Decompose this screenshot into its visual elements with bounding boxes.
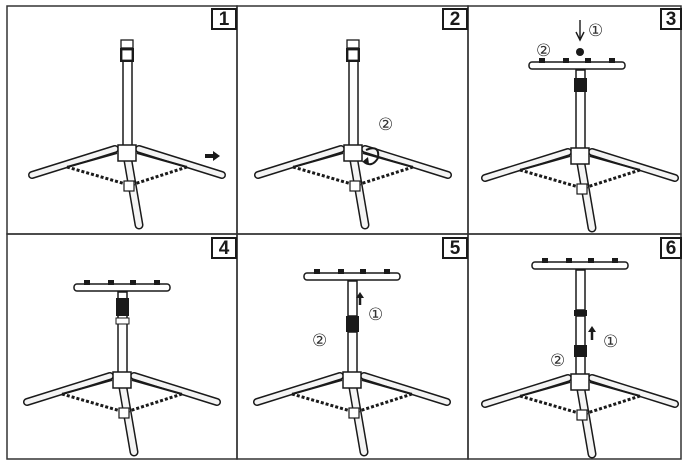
panel-2-number: 2 [442, 8, 468, 30]
panel-4-number: 4 [211, 237, 237, 259]
panel-3-number: 3 [660, 8, 682, 30]
panel-1-number: 1 [211, 8, 237, 30]
panel-6-marker-1: ① [603, 332, 618, 352]
panel-6-illustration [485, 257, 675, 454]
panel-2-marker-2: ② [378, 115, 393, 135]
panel-4-illustration [27, 279, 217, 452]
panel-grid [6, 5, 682, 460]
panel-3-marker-1: ① [588, 21, 603, 41]
panel-1-illustration [32, 39, 222, 225]
panel-5-number: 5 [442, 237, 468, 259]
panel-2-illustration [258, 39, 448, 225]
panel-5-marker-1: ① [368, 305, 383, 325]
panel-3-illustration [485, 20, 675, 228]
panel-3-marker-2: ② [536, 41, 551, 61]
panel-6-marker-2: ② [550, 351, 565, 371]
panel-5-illustration [257, 268, 447, 452]
panel-6-number: 6 [660, 237, 682, 259]
panel-5-marker-2: ② [312, 331, 327, 351]
